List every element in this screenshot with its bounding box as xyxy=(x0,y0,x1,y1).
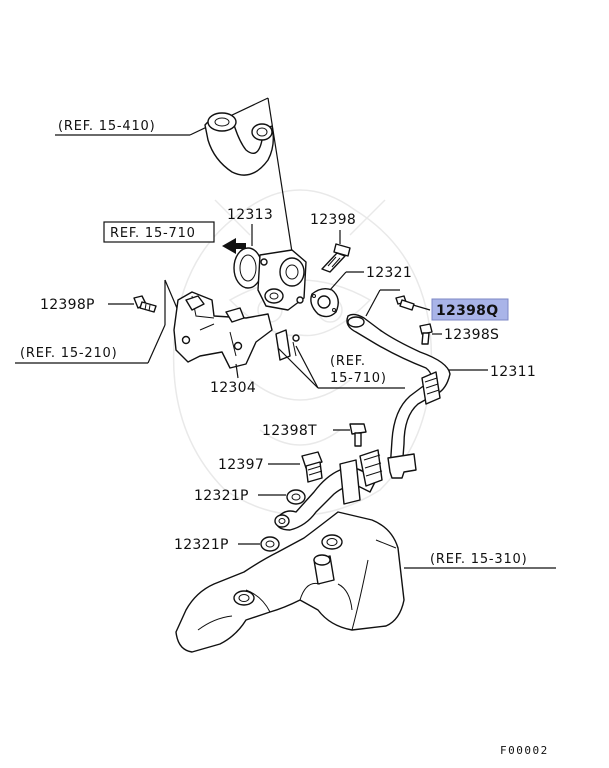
gasket-12321P-b-group: 12321P xyxy=(174,536,280,553)
bracket-12304 xyxy=(173,291,273,369)
leader-line xyxy=(295,345,319,389)
hose-elbow xyxy=(204,112,275,176)
bolt-12398Q xyxy=(395,295,415,311)
ref-15-410-group: (REF. 15-410) xyxy=(55,97,293,253)
part-label-12397[interactable]: 12397 xyxy=(218,457,264,473)
part-label-12321P-a[interactable]: 12321P xyxy=(194,488,249,504)
ref-15-710-top-label[interactable]: REF. 15-710 xyxy=(110,226,196,241)
exhaust-manifold-group: (REF. 15-310) xyxy=(175,511,556,653)
plug-12397-group: 12397 xyxy=(218,451,323,483)
gasket-12321-top xyxy=(310,287,339,318)
part-label-12321-top[interactable]: 12321 xyxy=(366,265,412,281)
bolt-12398-group: 12398 xyxy=(310,212,356,273)
ref-15-210-label[interactable]: (REF. 15-210) xyxy=(20,346,118,361)
bolt-12398T xyxy=(349,423,367,447)
part-label-12311[interactable]: 12311 xyxy=(490,364,536,380)
egr-pipe-12311-group: 12311 xyxy=(346,289,536,479)
ref-15-710-mid-group: (REF. 15-710) xyxy=(275,329,405,389)
leader-line xyxy=(329,271,347,291)
bolt-12398S xyxy=(419,323,433,345)
gasket-12321P-a-group: 12321P xyxy=(194,488,306,505)
bolt-12398Q-group: 12398Q xyxy=(395,295,509,321)
leader-line xyxy=(235,363,239,379)
leader-line xyxy=(412,304,431,311)
leader-line xyxy=(147,324,166,364)
egr-pipe-12311 xyxy=(346,313,451,479)
ref-15-710-box xyxy=(103,221,215,243)
bolt-12398T-group: 12398T xyxy=(262,423,367,447)
figure-code: F00002 xyxy=(500,744,549,757)
leader-line xyxy=(365,289,381,317)
part-label-12398Q[interactable]: 12398Q xyxy=(436,303,498,319)
part-label-12398P[interactable]: 12398P xyxy=(40,297,95,313)
bolt-12398 xyxy=(321,243,351,273)
leader-line xyxy=(277,347,319,389)
highlight-box xyxy=(431,298,509,321)
exhaust-manifold xyxy=(175,511,405,653)
gasket-12321-top-group: 12321 xyxy=(310,265,412,318)
ref-15-710-mid-label-2[interactable]: 15-710) xyxy=(330,371,387,386)
arrow-icon xyxy=(222,238,246,254)
ref-15-710-mid-label-1[interactable]: (REF. xyxy=(330,354,366,369)
part-label-12398[interactable]: 12398 xyxy=(310,212,356,228)
part-label-12313[interactable]: 12313 xyxy=(227,207,273,223)
bolt-12398P-group: 12398P xyxy=(40,295,157,313)
plug-12397 xyxy=(301,451,323,483)
bracket-12304-group: (REF. 15-210) 12304 xyxy=(15,279,273,396)
part-label-12304[interactable]: 12304 xyxy=(210,380,256,396)
bolt-12398P xyxy=(133,295,157,313)
part-label-12398S[interactable]: 12398S xyxy=(444,327,499,343)
part-label-12321P-b[interactable]: 12321P xyxy=(174,537,229,553)
small-clip xyxy=(275,329,300,361)
leader-line xyxy=(267,97,293,253)
ref-15-310-label[interactable]: (REF. 15-310) xyxy=(430,552,528,567)
part-label-12398T[interactable]: 12398T xyxy=(262,423,317,439)
egr-valve-group: 12313 REF. 15-710 xyxy=(103,207,307,311)
egr-valve xyxy=(233,247,307,311)
lower-pipe xyxy=(274,449,383,531)
gasket-12321P-b xyxy=(260,536,280,552)
gasket-12321P-a xyxy=(286,489,306,505)
bolt-12398S-group: 12398S xyxy=(419,323,499,345)
ref-15-410-label[interactable]: (REF. 15-410) xyxy=(58,119,156,134)
